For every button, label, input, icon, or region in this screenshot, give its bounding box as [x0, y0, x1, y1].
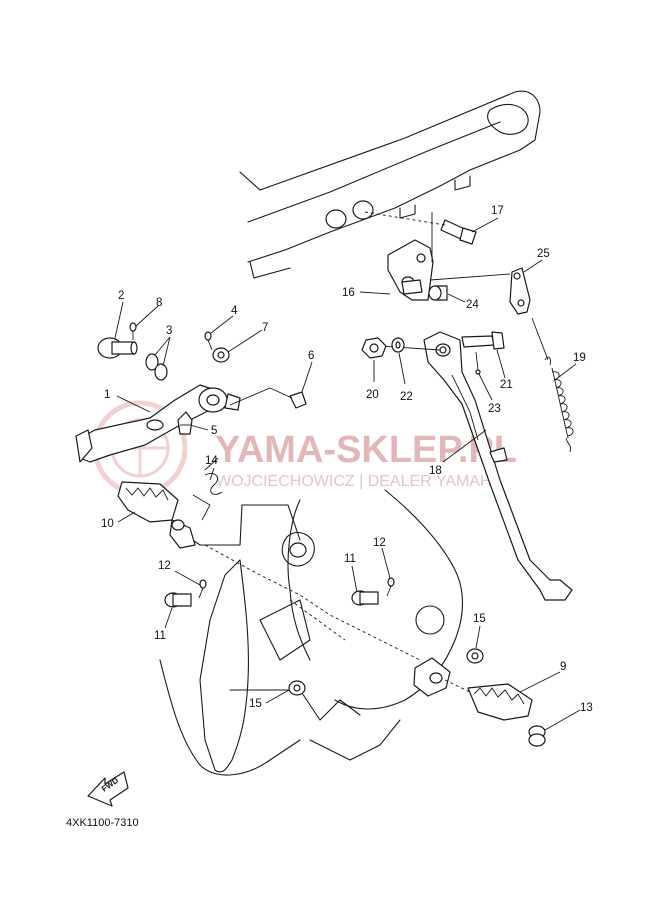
bolt-21: [461, 331, 505, 350]
pivot-bolt: [97, 337, 138, 359]
pin-23: [475, 351, 481, 375]
callout-20: 20: [366, 389, 379, 401]
sidestand: [379, 331, 573, 601]
callout-3: 3: [166, 325, 172, 337]
callout-13: 13: [580, 702, 593, 714]
callout-15-right: 15: [473, 613, 486, 625]
callout-8: 8: [156, 297, 162, 309]
spring-hook-5: [177, 411, 193, 435]
clevis-pin-6: [229, 387, 307, 409]
clip-13: [528, 725, 546, 747]
watermark-subtitle: WOJCIECHOWICZ | DEALER YAMAHA: [216, 473, 503, 490]
frame-lower: [159, 489, 463, 776]
sidestand-spring: [531, 317, 574, 453]
diagram-code: 4XK1100-7310: [66, 817, 139, 829]
callout-11-left: 11: [154, 630, 166, 642]
cotter-pin-8: [129, 322, 137, 340]
callout-19: 19: [573, 352, 586, 364]
o-rings: [145, 353, 168, 381]
bolt-11-center: [351, 590, 379, 606]
footrest-right: [413, 657, 533, 721]
callout-12-left: 12: [158, 560, 171, 572]
callout-2: 2: [118, 290, 124, 302]
callout-7: 7: [262, 322, 268, 334]
callout-21: 21: [500, 379, 513, 391]
callout-14: 14: [205, 455, 218, 467]
collar-24: [428, 285, 448, 301]
callout-23: 23: [488, 403, 501, 415]
cotter-pin-12-center: [386, 577, 395, 597]
callout-4: 4: [231, 305, 238, 317]
cotter-pin-12-left: [198, 579, 207, 599]
callout-labels: 1 2 3 4 5 6 7 8 9 10 11 12 11 12 13 14 1…: [101, 205, 593, 714]
brake-pedal: [75, 384, 241, 463]
callout-5: 5: [211, 425, 217, 437]
frame-bushing-left: [325, 209, 347, 229]
footrest-left: [117, 481, 196, 549]
frame-upper: [239, 90, 541, 279]
sidestand-bracket: [387, 239, 434, 301]
cotter-pin-4: [204, 331, 213, 351]
callout-9: 9: [560, 661, 566, 673]
callout-25: 25: [537, 248, 550, 260]
nut-20: [361, 337, 387, 359]
watermark-title: YAMA-SKLEP.PL: [215, 429, 517, 471]
watermark: YAMA-SKLEP.PL WOJCIECHOWICZ | DEALER YAM…: [92, 400, 517, 496]
callout-12-center: 12: [373, 537, 386, 549]
callout-10: 10: [101, 518, 114, 530]
callout-17: 17: [491, 205, 504, 217]
callout-16: 16: [342, 287, 355, 299]
bolt-11-left: [164, 592, 192, 608]
washer-22: [391, 337, 405, 353]
callout-15-left: 15: [249, 698, 262, 710]
return-spring-14: [192, 457, 223, 521]
callout-6: 6: [308, 350, 314, 362]
leader-lines: [114, 217, 581, 731]
callout-24: 24: [466, 299, 479, 311]
callout-11-center: 11: [344, 553, 356, 565]
forward-direction-arrow-icon: FWD: [87, 771, 129, 807]
callout-18: 18: [429, 465, 442, 477]
callout-1: 1: [104, 389, 110, 401]
frame-bushing-right: [352, 200, 374, 220]
callout-22: 22: [400, 391, 413, 403]
spring-plate-25: [429, 267, 531, 315]
